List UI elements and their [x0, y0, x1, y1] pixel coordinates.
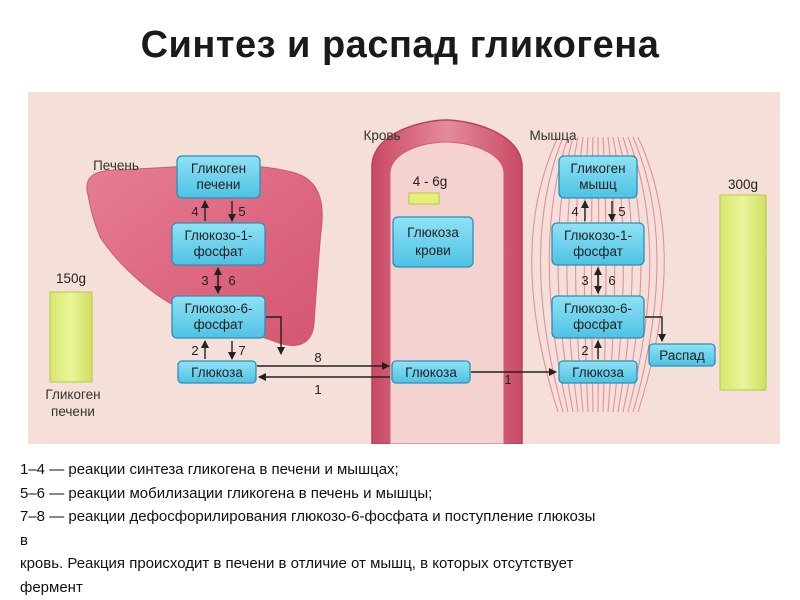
muscle-glycogen-box: Гликоген мышц — [558, 155, 638, 199]
page-title: Синтез и распад гликогена — [140, 24, 660, 66]
reaction-number: 6 — [608, 273, 615, 288]
reaction-number: 1 — [314, 382, 321, 397]
muscle-glycogen-bar — [719, 194, 767, 391]
reaction-number: 3 — [201, 273, 208, 288]
legend-line: фермент — [20, 578, 83, 596]
svg-text:Гликоген: Гликоген — [191, 161, 246, 176]
reaction-number: 6 — [228, 273, 235, 288]
liver-side-arrow — [266, 316, 285, 355]
liver-glycogen-box: Гликоген печени — [176, 155, 261, 199]
legend-line: в — [20, 531, 28, 549]
blood-glucose-small-box: Глюкоза — [391, 360, 471, 384]
blood-vessel — [371, 119, 523, 444]
svg-text:Глюкоза: Глюкоза — [572, 365, 624, 380]
liver-glucose-box: Глюкоза — [177, 360, 257, 384]
svg-text:Глюкозо-6-: Глюкозо-6- — [184, 301, 252, 316]
liver-g6p-box: Глюкозо-6- фосфат — [171, 295, 266, 339]
svg-text:Распад: Распад — [659, 348, 705, 363]
reaction-number: 1 — [504, 372, 511, 387]
reaction-number: 4 — [571, 204, 578, 219]
reaction-number: 7 — [238, 343, 245, 358]
liver-glycogen-bar — [49, 291, 93, 383]
reaction-number: 5 — [618, 204, 625, 219]
legend-line: 5–6 — реакции мобилизации гликогена в пе… — [20, 484, 433, 502]
blood-mass-label: 4 - 6g — [413, 174, 448, 189]
svg-text:фосфат: фосфат — [194, 244, 244, 259]
svg-text:Гликоген: Гликоген — [570, 161, 625, 176]
liver-glycogen-caption-line2: печени — [51, 404, 95, 419]
svg-text:мышц: мышц — [579, 177, 617, 192]
muscle-glucose-box: Глюкоза — [558, 360, 638, 384]
legend-line: 7–8 — реакции дефосфорилирования глюкозо… — [20, 508, 596, 525]
reaction-number: 5 — [238, 204, 245, 219]
liver-mass-label: 150g — [56, 271, 86, 286]
svg-text:фосфат: фосфат — [194, 317, 244, 332]
muscle-breakdown-arrow — [645, 316, 666, 342]
reaction-number: 3 — [581, 273, 588, 288]
svg-text:Глюкоза: Глюкоза — [407, 225, 459, 240]
blood-glucose-bar — [408, 192, 440, 205]
reaction-number: 2 — [581, 343, 588, 358]
muscle-breakdown-box: Распад — [648, 343, 716, 367]
blood-glucose-box: Глюкоза крови — [392, 216, 474, 268]
blood-label: Кровь — [363, 128, 400, 143]
muscle-g1p-box: Глюкозо-1- фосфат — [551, 222, 645, 266]
reaction-number: 2 — [191, 343, 198, 358]
svg-text:Глюкозо-1-: Глюкозо-1- — [184, 228, 252, 243]
reaction-number: 8 — [314, 350, 321, 365]
svg-text:фосфат: фосфат — [573, 317, 623, 332]
legend: 1–4 — реакции синтеза гликогена в печени… — [20, 458, 790, 599]
liver-g1p-box: Глюкозо-1- фосфат — [171, 222, 266, 266]
muscle-label: Мышца — [529, 128, 577, 143]
svg-text:крови: крови — [415, 243, 451, 258]
liver-label: Печень — [93, 158, 139, 173]
svg-text:Глюкозо-6-: Глюкозо-6- — [564, 301, 632, 316]
svg-text:Глюкоза: Глюкоза — [405, 365, 457, 380]
svg-text:Глюкозо-1-: Глюкозо-1- — [564, 228, 632, 243]
liver-glycogen-caption-line1: Гликоген — [45, 387, 100, 402]
legend-line: кровь. Реакция происходит в печени в отл… — [20, 555, 574, 572]
muscle-g6p-box: Глюкозо-6- фосфат — [551, 295, 645, 339]
reaction-number: 4 — [191, 204, 198, 219]
svg-text:Глюкоза: Глюкоза — [191, 365, 243, 380]
glycogen-diagram: 150g 4 - 6g 300g Печень Кровь Мышца Глик… — [28, 92, 780, 444]
muscle-mass-label: 300g — [728, 177, 758, 192]
legend-line: 1–4 — реакции синтеза гликогена в печени… — [20, 461, 399, 478]
svg-text:печени: печени — [197, 177, 241, 192]
svg-text:фосфат: фосфат — [573, 244, 623, 259]
